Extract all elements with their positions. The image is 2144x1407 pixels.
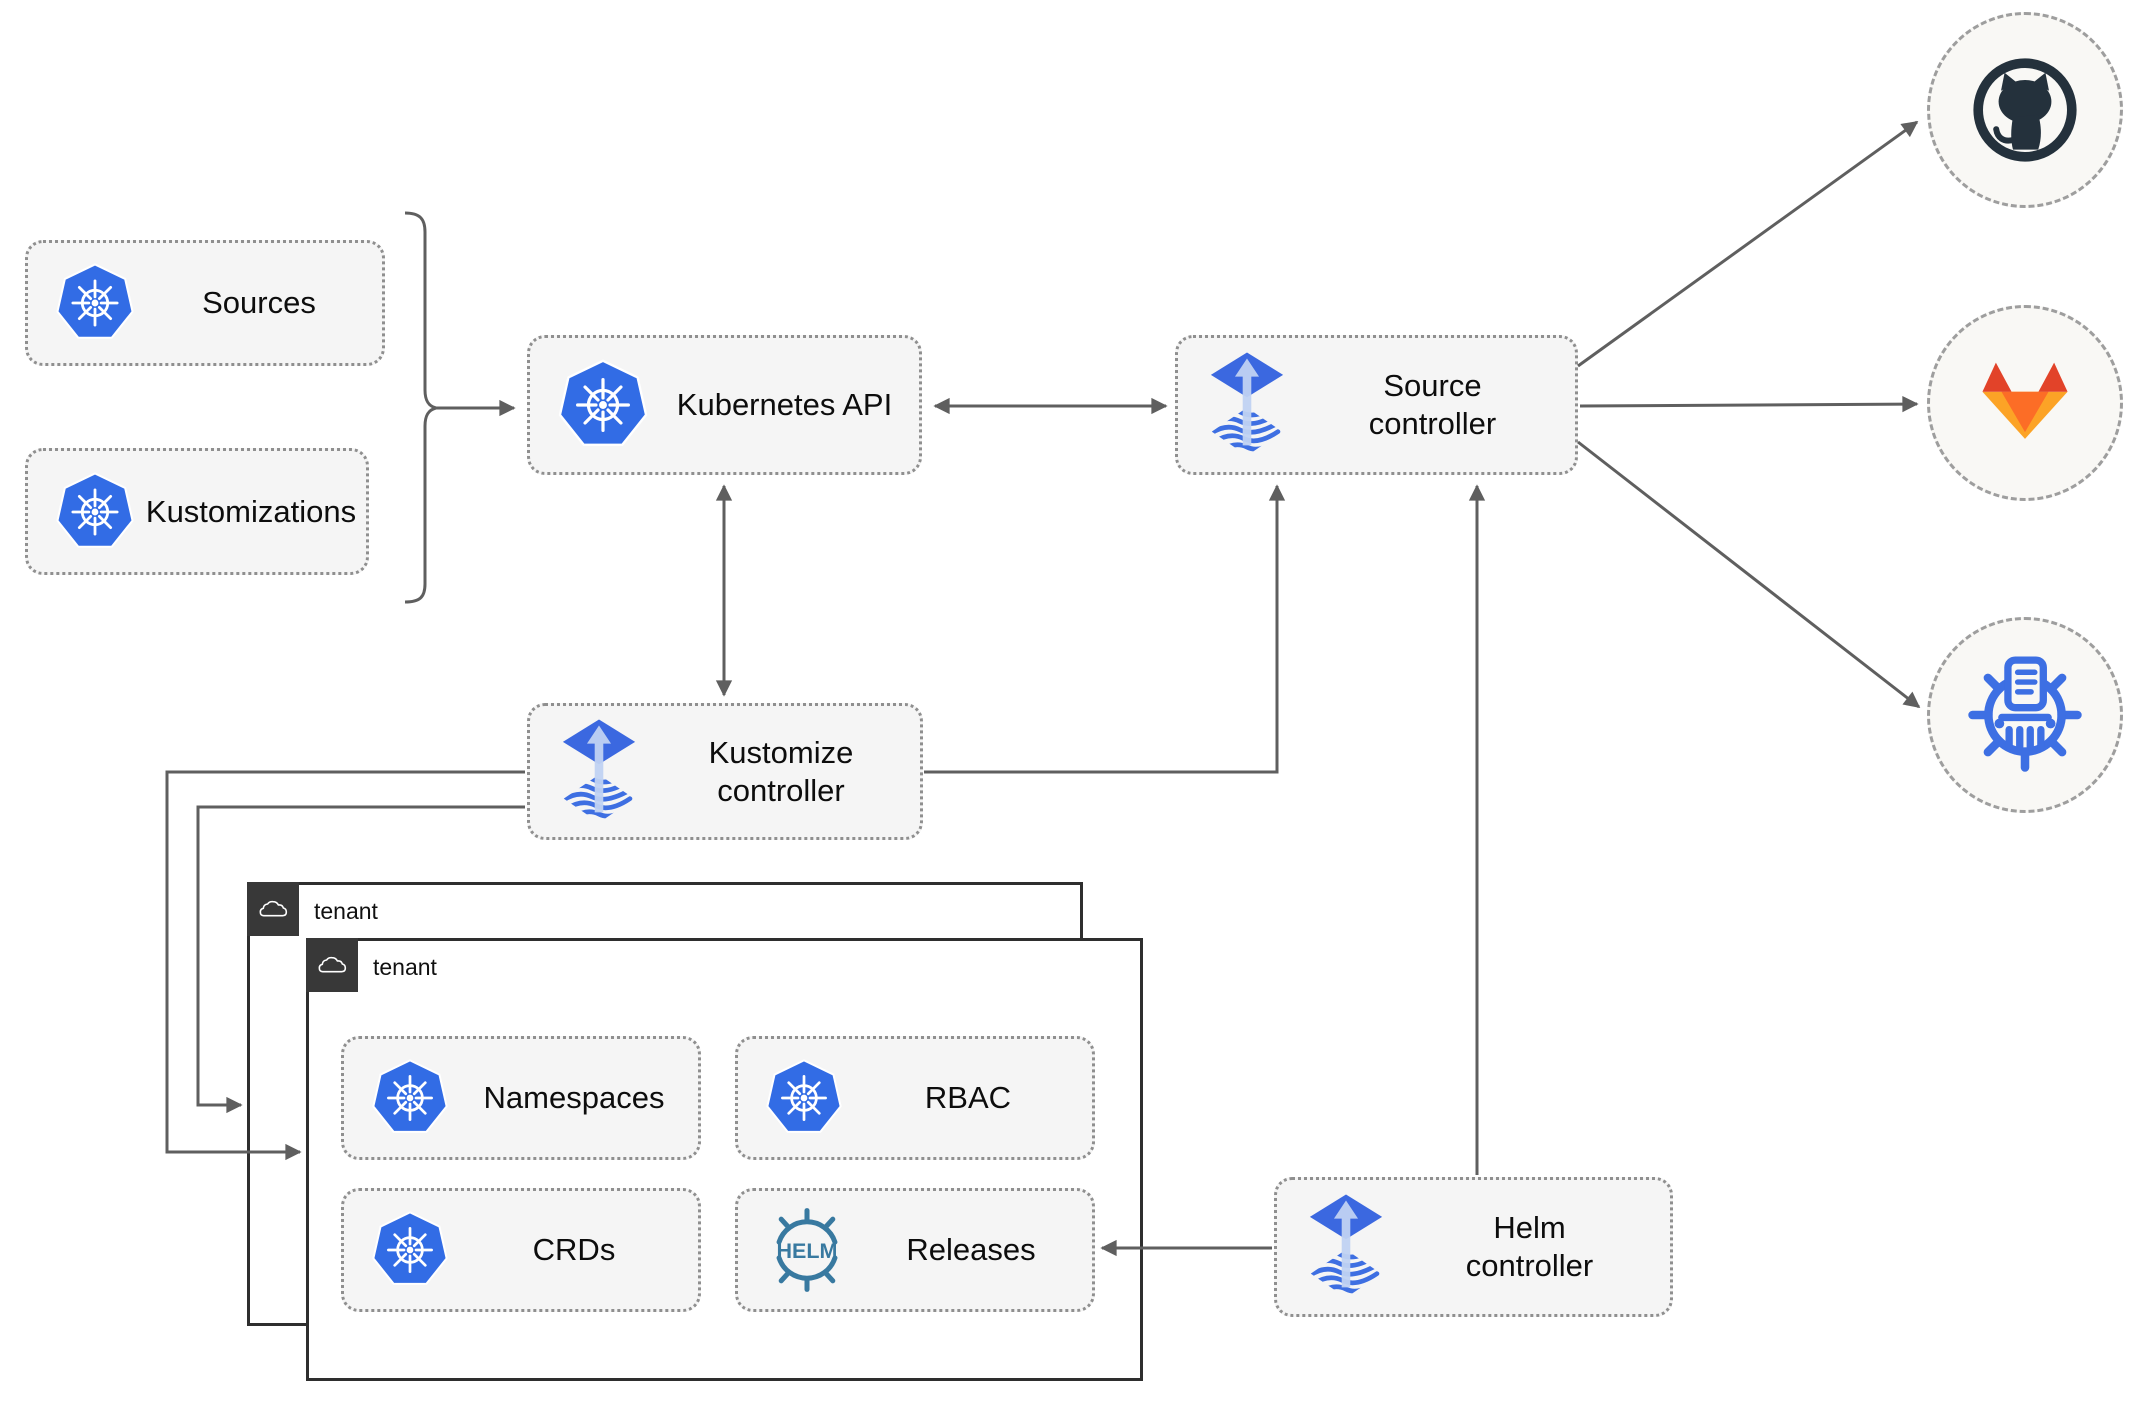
edge-source-controller-gitlab [1579, 395, 1919, 413]
gitlab-icon [1969, 347, 2081, 459]
node-kubernetes-api: Kubernetes API [527, 335, 922, 475]
tenant-label: tenant [314, 898, 378, 924]
node-label: RBAC [924, 1080, 1012, 1116]
kubernetes-icon [764, 1058, 844, 1138]
node-label: Helm controller [1465, 1210, 1594, 1283]
edge-source-controller-chartmuseum [1577, 440, 1921, 709]
node-label: Sources [202, 285, 316, 321]
edge-group-bracket [404, 211, 437, 604]
flux-icon [556, 716, 642, 828]
tenant-label: tenant [373, 954, 437, 980]
node-label: Kubernetes API [676, 387, 893, 423]
remote-github [1927, 12, 2123, 208]
node-label: Kustomizations [145, 493, 357, 529]
tenant-box-inner: tenant Namespaces RBAC CRDs [306, 938, 1143, 1381]
node-label: Releases [906, 1232, 1036, 1268]
node-label: CRDs [532, 1232, 616, 1268]
kubernetes-icon [54, 471, 136, 553]
edge-source-controller-github [1577, 120, 1919, 368]
node-namespaces: Namespaces [341, 1036, 701, 1160]
cloud-icon [316, 954, 348, 976]
helm-wordmark: HELM [777, 1239, 838, 1263]
kubernetes-icon [54, 262, 136, 344]
node-label: Source controller [1368, 368, 1497, 441]
tenant-tab [306, 938, 358, 992]
node-kustomize-controller: Kustomize controller [527, 703, 923, 840]
node-label: Namespaces [483, 1080, 665, 1116]
github-icon [1965, 50, 2085, 170]
node-rbac: RBAC [735, 1036, 1095, 1160]
node-kustomizations: Kustomizations [25, 448, 369, 575]
node-label: Kustomize controller [708, 734, 854, 808]
remote-chartmuseum [1927, 617, 2123, 813]
cloud-icon [257, 898, 289, 920]
tenant-tab [247, 882, 299, 936]
kubernetes-icon [370, 1210, 450, 1290]
node-helm-controller: Helm controller [1274, 1177, 1673, 1317]
edge-kustomize-controller-source-controller [924, 484, 1286, 774]
remote-gitlab [1927, 305, 2123, 501]
flux-icon [1303, 1191, 1389, 1303]
chartmuseum-icon [1964, 654, 2086, 776]
node-source-controller: Source controller [1175, 335, 1578, 475]
node-crds: CRDs [341, 1188, 701, 1312]
helm-icon: HELM [777, 1208, 838, 1292]
node-releases: HELM Releases [735, 1188, 1095, 1312]
kubernetes-icon [556, 358, 650, 452]
flux-icon [1204, 349, 1290, 461]
node-sources: Sources [25, 240, 385, 366]
kubernetes-icon [370, 1058, 450, 1138]
